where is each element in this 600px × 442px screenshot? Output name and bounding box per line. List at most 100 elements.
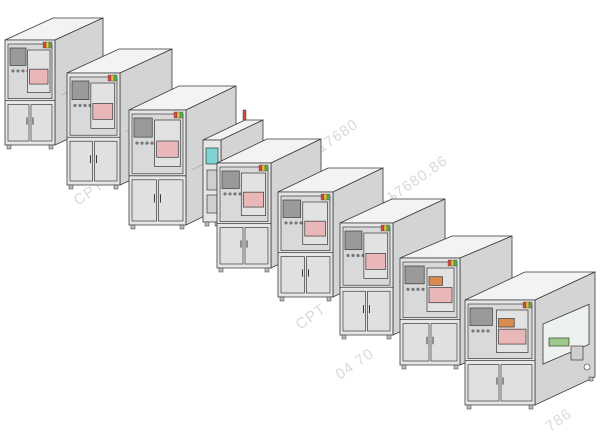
machine-foot bbox=[179, 224, 185, 230]
status-light-icon bbox=[320, 193, 325, 201]
control-button-icon bbox=[223, 192, 227, 196]
control-button-icon bbox=[140, 141, 144, 145]
cabinet-door bbox=[306, 256, 331, 294]
control-button-icon bbox=[233, 192, 237, 196]
control-button-icon bbox=[416, 287, 420, 291]
watermark-text: 04 70 bbox=[333, 345, 378, 383]
control-button-icon bbox=[228, 192, 232, 196]
component-block bbox=[242, 191, 264, 208]
control-button-icon bbox=[346, 253, 350, 258]
control-button-icon bbox=[289, 221, 293, 225]
watermark-text: CPT bbox=[293, 300, 330, 333]
status-light-icon bbox=[176, 111, 181, 119]
machine-foot bbox=[204, 221, 210, 227]
control-button-icon bbox=[481, 329, 485, 333]
component-block bbox=[92, 103, 114, 120]
machine-foot bbox=[386, 334, 392, 340]
signal-tower-icon bbox=[242, 109, 247, 121]
control-button-icon bbox=[135, 141, 139, 145]
machine-foot bbox=[264, 267, 270, 273]
status-light-icon bbox=[261, 164, 266, 172]
machine bbox=[277, 167, 384, 302]
status-light-icon bbox=[323, 193, 328, 201]
component-block bbox=[498, 318, 515, 328]
status-light-icon bbox=[107, 74, 112, 82]
machine-foot bbox=[130, 224, 136, 230]
conveyor-module bbox=[548, 337, 570, 347]
control-button-icon bbox=[284, 221, 288, 225]
status-light-icon bbox=[48, 41, 53, 49]
cabinet-door bbox=[94, 140, 118, 182]
status-light-icon bbox=[110, 74, 115, 82]
control-button-icon bbox=[299, 221, 303, 225]
machine-foot bbox=[453, 364, 459, 370]
control-button-icon bbox=[150, 141, 154, 145]
status-light-icon bbox=[258, 164, 263, 172]
status-light-icon bbox=[450, 259, 455, 267]
component-block bbox=[29, 68, 49, 85]
machine-foot bbox=[279, 296, 285, 302]
monitor-screen bbox=[9, 47, 27, 66]
monitor-screen bbox=[282, 199, 301, 218]
machine-foot bbox=[401, 364, 407, 370]
control-button-icon bbox=[145, 141, 149, 145]
status-light-icon bbox=[525, 301, 530, 309]
status-light-icon bbox=[326, 193, 331, 201]
component-block bbox=[156, 140, 179, 158]
machine-foot bbox=[588, 376, 594, 382]
cabinet-panel bbox=[206, 194, 218, 214]
component-block bbox=[498, 328, 527, 345]
status-light-icon bbox=[528, 301, 533, 309]
monitor-screen bbox=[71, 80, 90, 100]
control-button-icon bbox=[78, 103, 82, 108]
control-button-icon bbox=[294, 221, 298, 225]
cabinet-door bbox=[30, 104, 53, 142]
monitor-screen bbox=[469, 307, 493, 326]
feeder-module bbox=[570, 345, 584, 361]
monitor-screen bbox=[404, 265, 425, 285]
cabinet-door bbox=[280, 256, 305, 294]
status-light-icon bbox=[173, 111, 178, 119]
component-block bbox=[304, 220, 326, 237]
control-button-icon bbox=[238, 192, 242, 196]
cabinet-door bbox=[500, 364, 533, 402]
control-button-icon bbox=[21, 69, 25, 73]
status-light-icon bbox=[264, 164, 269, 172]
control-button-icon bbox=[411, 287, 415, 291]
cabinet-door bbox=[244, 227, 269, 265]
machine-group bbox=[4, 17, 596, 410]
machine-foot bbox=[341, 334, 347, 340]
control-button-icon bbox=[73, 103, 77, 108]
cabinet-door bbox=[467, 364, 500, 402]
control-button-icon bbox=[406, 287, 410, 291]
status-light-icon bbox=[386, 224, 391, 232]
monitor-screen bbox=[344, 230, 363, 250]
machine bbox=[464, 271, 596, 410]
monitor-screen bbox=[221, 170, 240, 189]
control-button-icon bbox=[356, 253, 360, 258]
control-button-icon bbox=[11, 69, 15, 73]
monitor-screen bbox=[133, 117, 153, 138]
control-button-icon bbox=[486, 329, 490, 333]
cabinet-door bbox=[430, 323, 458, 362]
status-light-icon bbox=[453, 259, 458, 267]
machine-foot bbox=[326, 296, 332, 302]
control-button-icon bbox=[421, 287, 425, 291]
machine-foot bbox=[6, 144, 12, 150]
machine-foot bbox=[48, 144, 54, 150]
cabinet-screen bbox=[205, 147, 219, 165]
cabinet-door bbox=[7, 104, 30, 142]
cabinet-door bbox=[69, 140, 93, 182]
cabinet-door bbox=[219, 227, 244, 265]
status-light-icon bbox=[447, 259, 452, 267]
control-button-icon bbox=[351, 253, 355, 258]
machine-foot bbox=[68, 184, 74, 190]
cabinet-door bbox=[158, 179, 184, 222]
cabinet-panel bbox=[206, 169, 218, 191]
cabinet-door bbox=[342, 290, 366, 332]
machine-foot bbox=[528, 404, 534, 410]
cabinet-door bbox=[367, 290, 391, 332]
machine-foot bbox=[218, 267, 224, 273]
component-block bbox=[428, 287, 453, 304]
